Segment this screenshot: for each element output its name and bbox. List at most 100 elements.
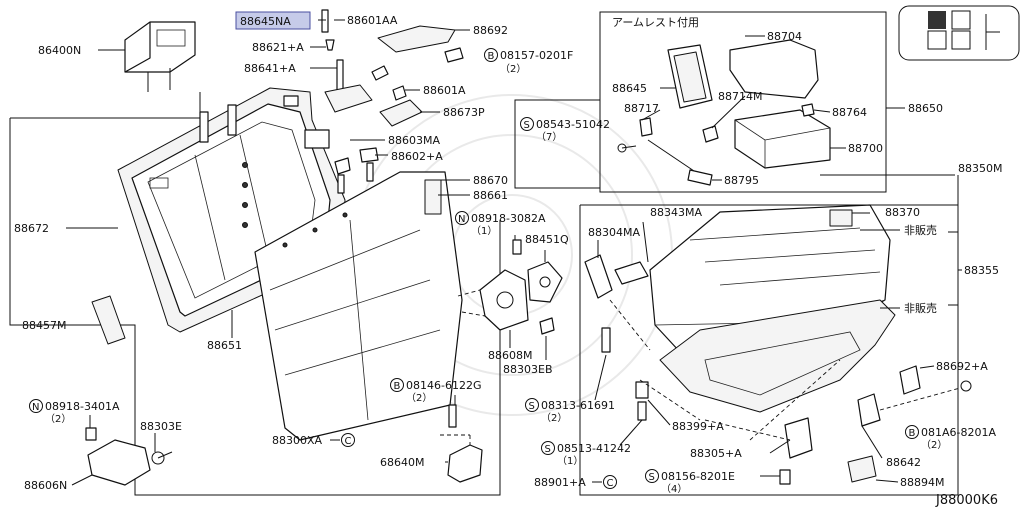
label-08918-3082a[interactable]: 08918-3082A bbox=[471, 212, 546, 225]
svg-text:C: C bbox=[345, 436, 352, 447]
bracket-68640m bbox=[447, 404, 483, 483]
label-08156-8201e[interactable]: 08156-8201E bbox=[661, 470, 735, 483]
label-88300xa[interactable]: 88300XA bbox=[272, 434, 323, 447]
diagram-code: J88000K6 bbox=[935, 493, 998, 508]
label-88661[interactable]: 88661 bbox=[473, 189, 508, 202]
bracket-88606n bbox=[85, 427, 173, 486]
label-88901a[interactable]: 88901+A bbox=[534, 476, 586, 489]
label-88451q[interactable]: 88451Q bbox=[525, 233, 569, 246]
label-88645na[interactable]: 88645NA bbox=[240, 15, 291, 28]
svg-text:B: B bbox=[909, 428, 916, 439]
label-08543-51042[interactable]: 08543-51042 bbox=[536, 118, 610, 131]
label-88606n[interactable]: 88606N bbox=[24, 479, 67, 492]
label-88303e[interactable]: 88303E bbox=[140, 420, 182, 433]
qty-08157: （2） bbox=[500, 63, 526, 75]
label-88645[interactable]: 88645 bbox=[612, 82, 647, 95]
svg-text:N: N bbox=[458, 214, 465, 225]
label-88670[interactable]: 88670 bbox=[473, 174, 508, 187]
label-08313-61691[interactable]: 08313-61691 bbox=[541, 399, 615, 412]
seat-cushion-88355 bbox=[649, 204, 896, 413]
svg-text:B: B bbox=[488, 51, 495, 62]
b-mark: B bbox=[484, 48, 498, 62]
label-08513-41242[interactable]: 08513-41242 bbox=[557, 442, 631, 455]
qty-08918-3082a: （1） bbox=[471, 225, 497, 237]
label-88651[interactable]: 88651 bbox=[207, 339, 242, 352]
part-labels: 88645NA 88601AA 88692 B 08157-0201F （2） … bbox=[14, 11, 1002, 508]
label-88399a[interactable]: 88399+A bbox=[672, 420, 724, 433]
label-08918-3401a[interactable]: 08918-3401A bbox=[45, 400, 120, 413]
highlight-box bbox=[235, 11, 311, 30]
qty-08543: （7） bbox=[536, 131, 562, 143]
label-88355[interactable]: 88355 bbox=[964, 264, 999, 277]
b-mark-081a6: B bbox=[905, 425, 919, 439]
headrest-86400n bbox=[124, 21, 196, 92]
label-88692[interactable]: 88692 bbox=[473, 24, 508, 37]
label-08157-0201f[interactable]: 08157-0201F bbox=[500, 49, 573, 62]
leader-lines bbox=[66, 19, 962, 486]
label-86400n[interactable]: 86400N bbox=[38, 44, 81, 57]
label-88704[interactable]: 88704 bbox=[767, 30, 802, 43]
label-88672[interactable]: 88672 bbox=[14, 222, 49, 235]
armrest-box-title: アームレスト付用 bbox=[612, 16, 699, 29]
label-88714m[interactable]: 88714M bbox=[718, 90, 762, 103]
qty-08146: （2） bbox=[406, 392, 432, 404]
label-68640m[interactable]: 68640M bbox=[380, 456, 424, 469]
svg-text:S: S bbox=[524, 120, 530, 131]
svg-text:B: B bbox=[394, 381, 401, 392]
trim-88692 bbox=[377, 25, 464, 63]
label-88621a[interactable]: 88621+A bbox=[252, 41, 304, 54]
label-88601a[interactable]: 88601A bbox=[423, 84, 466, 97]
s-mark-08313: S bbox=[525, 398, 539, 412]
label-88304ma[interactable]: 88304MA bbox=[588, 226, 640, 239]
s-mark-08156: S bbox=[645, 469, 659, 483]
c-mark-2: C bbox=[603, 475, 617, 489]
label-88650[interactable]: 88650 bbox=[908, 102, 943, 115]
label-88642[interactable]: 88642 bbox=[886, 456, 921, 469]
pad-88457m bbox=[91, 295, 126, 345]
b-mark-08146: B bbox=[390, 378, 404, 392]
seat-position-thumbnail bbox=[898, 5, 1020, 61]
rail-parts bbox=[584, 254, 972, 485]
label-88641a[interactable]: 88641+A bbox=[244, 62, 296, 75]
label-08146-6122g[interactable]: 08146-6122G bbox=[406, 379, 481, 392]
svg-text:N: N bbox=[32, 402, 39, 413]
label-88692a[interactable]: 88692+A bbox=[936, 360, 988, 373]
label-not-for-sale-1: 非販売 bbox=[904, 224, 937, 237]
label-88303eb[interactable]: 88303EB bbox=[503, 363, 553, 376]
label-88608m[interactable]: 88608M bbox=[488, 349, 532, 362]
seatback-pad-88651 bbox=[254, 171, 463, 441]
label-88602a[interactable]: 88602+A bbox=[391, 150, 443, 163]
label-081a6-8201a[interactable]: 081A6-8201A bbox=[921, 426, 996, 439]
n-mark-3082a: N bbox=[455, 211, 469, 225]
label-88603ma[interactable]: 88603MA bbox=[388, 134, 440, 147]
recliner-88608m bbox=[479, 239, 563, 335]
label-88795[interactable]: 88795 bbox=[724, 174, 759, 187]
s-mark-08513: S bbox=[541, 441, 555, 455]
svg-text:S: S bbox=[649, 472, 655, 483]
svg-text:S: S bbox=[529, 401, 535, 412]
svg-text:C: C bbox=[607, 478, 614, 489]
qty-08918-3401a: （2） bbox=[45, 413, 71, 425]
dashed-guides bbox=[440, 289, 961, 445]
label-88673p[interactable]: 88673P bbox=[443, 106, 485, 119]
label-88700[interactable]: 88700 bbox=[848, 142, 883, 155]
label-88305a[interactable]: 88305+A bbox=[690, 447, 742, 460]
label-88350m[interactable]: 88350M bbox=[958, 162, 1002, 175]
label-not-for-sale-2: 非販売 bbox=[904, 302, 937, 315]
frame-lines bbox=[9, 11, 959, 496]
label-88717[interactable]: 88717 bbox=[624, 102, 659, 115]
label-88457m[interactable]: 88457M bbox=[22, 319, 66, 332]
label-88764[interactable]: 88764 bbox=[832, 106, 867, 119]
label-88343ma[interactable]: 88343MA bbox=[650, 206, 702, 219]
qty-08156: （4） bbox=[661, 483, 687, 495]
qty-081a6: （2） bbox=[921, 439, 947, 451]
armrest-parts bbox=[617, 39, 831, 186]
svg-text:S: S bbox=[545, 444, 551, 455]
label-88894m[interactable]: 88894M bbox=[900, 476, 944, 489]
hardware-top bbox=[321, 9, 423, 194]
qty-08513: （1） bbox=[557, 455, 583, 467]
label-88601aa[interactable]: 88601AA bbox=[347, 14, 398, 27]
n-mark-3401a: N bbox=[29, 399, 43, 413]
label-88370[interactable]: 88370 bbox=[885, 206, 920, 219]
